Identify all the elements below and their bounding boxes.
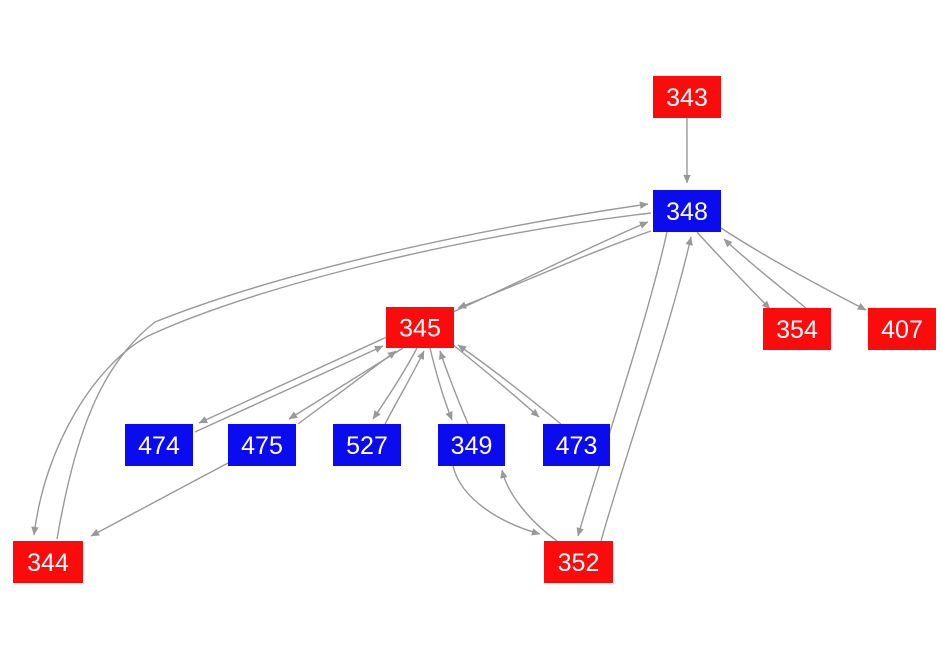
node-box-345 [386, 307, 454, 348]
edge-352-to-349 [500, 469, 558, 542]
node-box-349 [438, 424, 505, 466]
node-box-354 [763, 308, 831, 350]
edge-348-to-344 [31, 212, 652, 536]
graph-node-345: 345 [386, 307, 454, 348]
graph-node-344: 344 [13, 541, 83, 583]
node-label-344: 344 [27, 549, 69, 577]
edge-348-to-407 [720, 227, 867, 311]
node-label-343: 343 [666, 84, 708, 112]
nodes-layer: 343 348 345 354 407 474 475 527 349 473 344 352 [13, 76, 936, 583]
edge-473-to-345 [457, 344, 562, 425]
node-label-407: 407 [881, 316, 923, 344]
edge-527-to-345 [384, 350, 425, 425]
node-label-354: 354 [776, 316, 818, 344]
graph-node-352: 352 [544, 541, 613, 583]
node-label-348: 348 [666, 198, 708, 226]
node-box-348 [653, 190, 721, 232]
node-box-474 [125, 424, 193, 466]
graph-node-474: 474 [125, 424, 193, 466]
edge-344-to-348 [56, 201, 649, 540]
node-box-473 [543, 424, 610, 466]
graph-node-473: 473 [543, 424, 610, 466]
node-label-352: 352 [558, 549, 600, 577]
node-box-343 [653, 76, 721, 118]
graph-node-349: 349 [438, 424, 505, 466]
graph-node-407: 407 [868, 308, 936, 350]
edge-349-to-345 [439, 350, 469, 425]
graph-node-348: 348 [653, 190, 721, 232]
edge-475-to-344 [90, 462, 229, 537]
edge-475-to-345 [297, 350, 397, 425]
edge-348-to-345 [457, 230, 652, 309]
node-box-407 [868, 308, 936, 350]
graph-node-527: 527 [333, 424, 401, 466]
node-label-345: 345 [399, 315, 441, 343]
edge-345-to-349 [429, 347, 453, 421]
node-box-352 [544, 541, 613, 583]
edge-354-to-348 [723, 238, 807, 309]
edge-345-to-473 [451, 343, 540, 418]
edges-layer [31, 118, 867, 542]
node-box-344 [13, 541, 83, 583]
graph-node-343: 343 [653, 76, 721, 118]
edge-348-to-354 [696, 231, 771, 310]
edge-348-to-352 [576, 231, 668, 537]
graph-node-354: 354 [763, 308, 831, 350]
node-box-527 [333, 424, 401, 466]
node-label-475: 475 [241, 432, 283, 460]
edge-352-to-348 [600, 236, 693, 542]
node-label-349: 349 [451, 432, 493, 460]
node-box-475 [228, 424, 296, 466]
node-label-474: 474 [138, 432, 180, 460]
edge-349-to-352 [452, 465, 541, 536]
graph-node-475: 475 [228, 424, 296, 466]
edge-345-to-474 [198, 335, 390, 424]
node-label-527: 527 [346, 432, 388, 460]
edge-474-to-345 [194, 345, 384, 433]
edge-345-to-527 [372, 347, 418, 420]
node-label-473: 473 [556, 432, 598, 460]
